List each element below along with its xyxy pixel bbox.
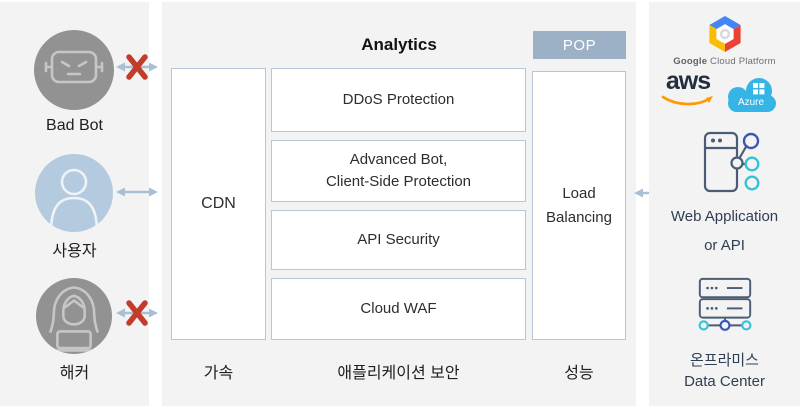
cloud-waf-label: Cloud WAF bbox=[360, 300, 437, 318]
user-label: 사용자 bbox=[52, 243, 97, 260]
analytics-title: Analytics bbox=[361, 35, 437, 54]
pop-badge: POP bbox=[533, 31, 626, 59]
advanced-bot-line1: Advanced Bot, bbox=[349, 151, 448, 169]
robot-icon bbox=[44, 50, 104, 84]
datacenter-icon-wrap bbox=[649, 276, 800, 339]
origin-panel: Google Cloud Platform aws Azure bbox=[649, 2, 800, 406]
web-app-icon-wrap bbox=[649, 131, 800, 200]
gcp-brand-text: Google bbox=[673, 56, 708, 67]
aws-wordmark: aws bbox=[665, 67, 711, 95]
google-cloud-platform-icon bbox=[708, 16, 741, 52]
gcp-rest-text: Cloud Platform bbox=[707, 56, 776, 67]
ddos-protection-label: DDoS Protection bbox=[342, 91, 455, 109]
gcp-label: Google Cloud Platform bbox=[649, 56, 800, 67]
bad-bot-blocked-arrow bbox=[116, 54, 158, 80]
blocked-x-icon bbox=[126, 54, 148, 80]
azure-cloud-icon bbox=[728, 78, 776, 112]
hacker-icon bbox=[49, 286, 99, 352]
hacker-avatar bbox=[36, 278, 112, 354]
edge-platform-panel: Analytics POP CDN DDoS Protection Advanc… bbox=[162, 2, 636, 406]
application-security-label: 애플리케이션 보안 bbox=[337, 365, 460, 382]
bad-bot-avatar bbox=[34, 30, 114, 110]
ddos-protection-box: DDoS Protection bbox=[271, 68, 526, 132]
blocked-x-icon bbox=[126, 300, 148, 326]
person-icon bbox=[49, 168, 99, 232]
bad-bot-label: Bad Bot bbox=[46, 117, 103, 134]
load-balancing-line2: Balancing bbox=[546, 208, 612, 226]
security-box-stack: DDoS Protection Advanced Bot, Client-Sid… bbox=[271, 68, 526, 340]
datacenter-label-line2: Data Center bbox=[684, 373, 765, 390]
performance-label: 성능 bbox=[564, 365, 594, 382]
web-application-label-line2: or API bbox=[704, 237, 745, 254]
aws-logo: aws bbox=[657, 69, 719, 112]
hacker-label: 해커 bbox=[59, 365, 90, 382]
hacker-blocked-arrow bbox=[116, 300, 158, 326]
azure-label: Azure bbox=[737, 97, 765, 108]
azure-logo: Azure bbox=[719, 75, 783, 115]
advanced-bot-line2: Client-Side Protection bbox=[325, 173, 472, 190]
aws-smile-icon bbox=[661, 95, 713, 106]
advanced-bot-protection-box: Advanced Bot, Client-Side Protection bbox=[271, 140, 526, 202]
load-balancing-box: Load Balancing bbox=[532, 71, 626, 340]
web-application-icon bbox=[703, 131, 760, 193]
web-application-label-line1: Web Application bbox=[670, 208, 779, 225]
cdn-box: CDN bbox=[171, 68, 266, 340]
user-allowed-arrow bbox=[116, 187, 158, 197]
load-balancing-line1: Load bbox=[562, 184, 596, 202]
cloud-waf-box: Cloud WAF bbox=[271, 278, 526, 340]
datacenter-label-line1: 온프라미스 bbox=[689, 352, 759, 369]
api-security-label: API Security bbox=[357, 231, 440, 249]
datacenter-icon bbox=[698, 277, 751, 331]
user-avatar bbox=[35, 154, 113, 232]
api-security-box: API Security bbox=[271, 210, 526, 270]
acceleration-label: 가속 bbox=[203, 365, 234, 382]
gcp-logo-wrap bbox=[649, 14, 800, 59]
